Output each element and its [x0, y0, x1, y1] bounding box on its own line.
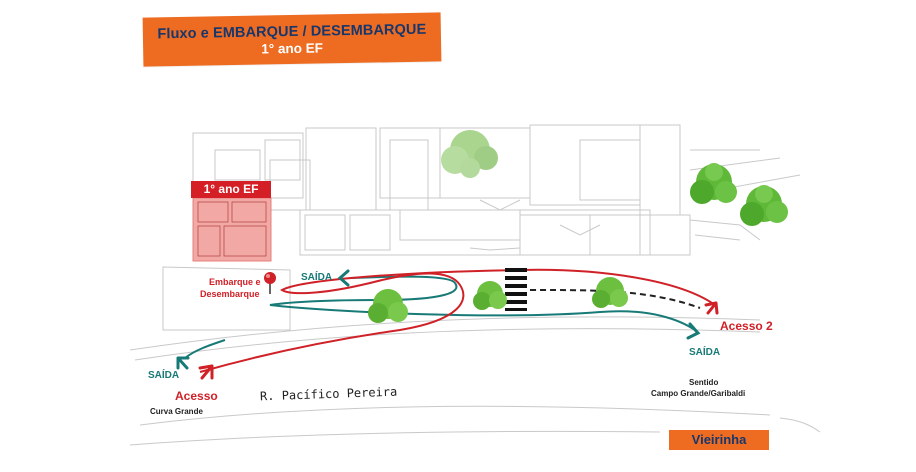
tree-icon — [368, 289, 408, 323]
embarque-label: Embarque e — [209, 277, 261, 287]
saida-top-label: SAÍDA — [301, 272, 333, 283]
title-banner: Fluxo e EMBARQUE / DESEMBARQUE 1° ano EF — [142, 12, 442, 67]
arrow-icon-acesso — [198, 364, 214, 380]
arrow-icon-saida-left — [176, 356, 190, 370]
class-building-label: 1° ano EF — [191, 181, 271, 198]
building-outlines — [129, 124, 821, 446]
vieirinha-label: Vieirinha — [669, 430, 769, 450]
access-route-red — [199, 268, 716, 373]
tree-icon — [740, 185, 788, 226]
tree-icon — [473, 281, 507, 310]
desembarque-label: Desembarque — [200, 289, 260, 299]
acesso2-label: Acesso 2 — [720, 319, 773, 333]
saida-left-label: SAÍDA — [148, 370, 180, 381]
class-building-details — [197, 201, 267, 257]
tree-icon — [592, 277, 628, 308]
saida-right-label: SAÍDA — [689, 347, 721, 358]
arrow-icon-acesso2 — [704, 301, 719, 315]
curva-grande-label: Curva Grande — [150, 407, 203, 416]
tree-icon — [441, 130, 498, 178]
acesso-label: Acesso — [175, 389, 218, 403]
arrow-icon-saida-top — [337, 269, 350, 287]
map-pin-icon — [264, 272, 276, 294]
tree-icon — [690, 163, 737, 204]
exit-route-teal — [269, 275, 696, 331]
sentido-label: Sentido — [689, 378, 719, 387]
arrow-icon-saida-right — [686, 322, 701, 340]
crosswalk-icon — [505, 268, 527, 311]
campo-grande-label: Campo Grande/Garibaldi — [651, 389, 746, 398]
exit-route-teal-left — [184, 339, 226, 359]
